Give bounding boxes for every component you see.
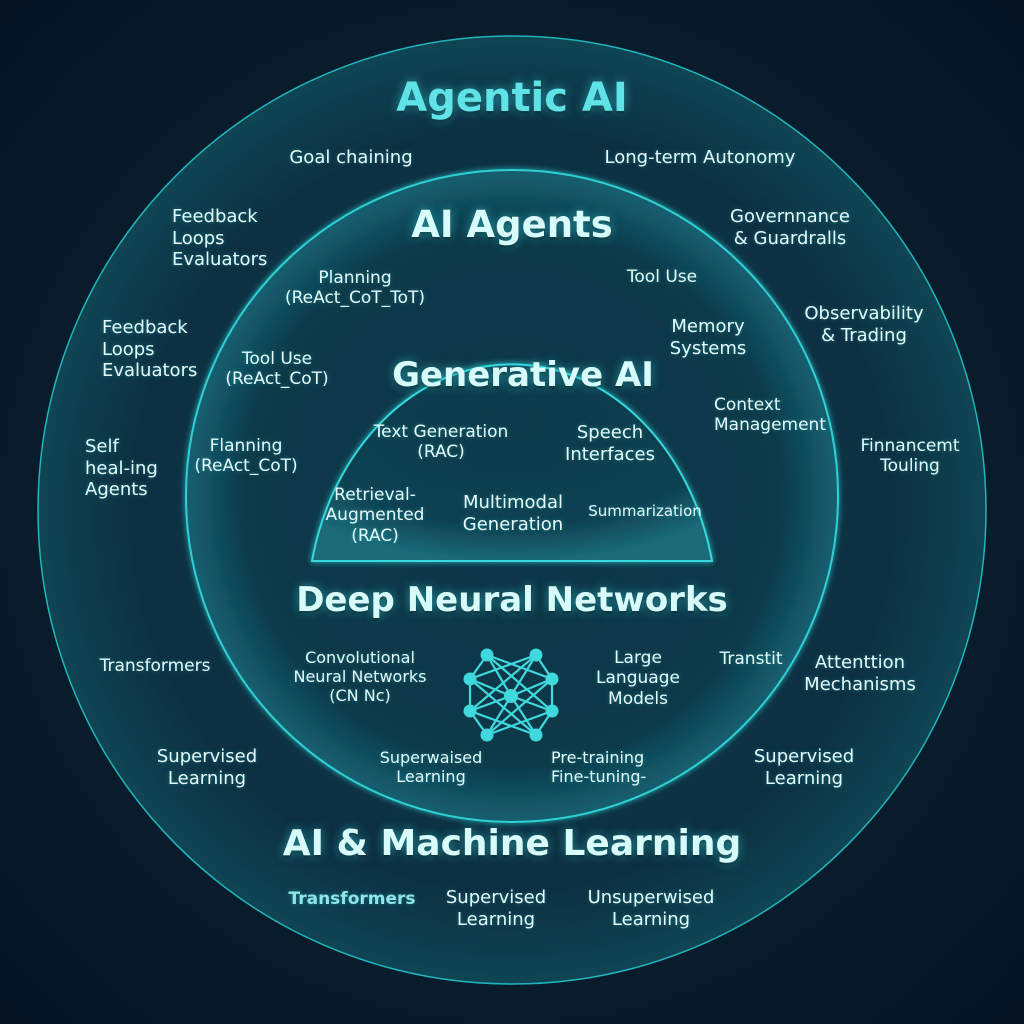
dnn-title: Deep Neural Networks [296, 580, 728, 620]
agents-item-tool-use-react: Tool Use (ReAct_CoT) [225, 349, 329, 390]
agents-item-planning: Planning (ReAct_CoT_ToT) [284, 268, 426, 309]
network-node [529, 728, 543, 742]
dnn-item-superwaised-learning: Superwaised Learning [379, 748, 483, 787]
network-edge [469, 709, 537, 737]
agentic-item-long-term-autonomy: Long-term Autonomy [604, 147, 796, 168]
ml-item-transformers: Transformers [288, 889, 416, 909]
agentic-item-feedback-loops-1: Feedback Loops Evaluators [172, 206, 268, 271]
agentic-item-governance: Governnance & Guardralls [730, 206, 850, 249]
agentic-item-self-healing: Self heal-ing Agents [85, 436, 158, 501]
agentic-item-supervised-left: Supervised Learning [156, 746, 258, 789]
ai-agents-title: AI Agents [411, 203, 613, 246]
network-node [463, 672, 477, 686]
agents-item-tool-use: Tool Use [626, 267, 698, 287]
neural-network-icon [463, 648, 559, 742]
network-edge [486, 678, 553, 736]
gen-item-summarization: Summarization [588, 502, 702, 520]
agents-item-context-management: Context Management [714, 395, 826, 436]
agentic-item-goal-chaining: Goal chaining [289, 147, 413, 168]
network-edge [469, 653, 537, 681]
agentic-item-attention-mechanisms: Attenttion Mechanisms [804, 652, 916, 695]
network-edge [469, 694, 512, 713]
network-node [504, 689, 518, 703]
network-node [463, 704, 477, 718]
network-edge [486, 654, 512, 697]
network-edge [486, 653, 553, 681]
dnn-item-llm: Large Language Models [596, 648, 680, 709]
network-edge [486, 695, 512, 736]
network-edge [469, 654, 537, 712]
gen-item-retrieval-augmented: Retrieval- Augmented (RAC) [325, 485, 425, 546]
network-edge [469, 677, 512, 698]
agentic-ai-title: Agentic AI [396, 75, 628, 121]
network-node [545, 672, 559, 686]
network-node [480, 728, 494, 742]
gen-item-multimodal-generation: Multimodal Generation [462, 492, 564, 535]
network-node [529, 648, 543, 662]
ml-item-unsupervised-learning: Unsuperwised Learning [587, 887, 715, 930]
network-node [480, 648, 494, 662]
network-edge [510, 654, 537, 697]
agents-item-flanning: Flanning (ReAct_CoT) [194, 436, 298, 477]
ml-item-supervised-learning: Supervised Learning [445, 887, 547, 930]
gen-item-text-generation: Text Generation (RAC) [373, 422, 509, 463]
agentic-item-transformers: Transformers [99, 656, 211, 676]
agents-item-memory-systems: Memory Systems [669, 316, 747, 359]
agentic-item-feedback-loops-2: Feedback Loops Evaluators [102, 317, 198, 382]
ai-ml-title: AI & Machine Learning [282, 823, 742, 864]
agentic-item-observability: Observability & Trading [804, 303, 924, 346]
agents-item-transtit: Transtit [719, 649, 783, 669]
agentic-item-financement-tooling: Finnancemt Touling [860, 436, 960, 477]
network-node [545, 704, 559, 718]
generative-ai-title: Generative AI [392, 355, 654, 395]
agentic-item-supervised-right: Supervised Learning [753, 746, 855, 789]
network-edge [510, 694, 553, 713]
network-edge [510, 695, 537, 736]
network-edge [510, 677, 553, 698]
dnn-item-cnn: Convolutional Neural Networks (CN Nc) [293, 648, 427, 706]
generative-ai-dome [310, 363, 714, 562]
gen-item-speech-interfaces: Speech Interfaces [565, 422, 655, 465]
dnn-item-pretraining: Pre-training Fine-tuning- [551, 748, 647, 787]
network-edge [486, 709, 553, 737]
